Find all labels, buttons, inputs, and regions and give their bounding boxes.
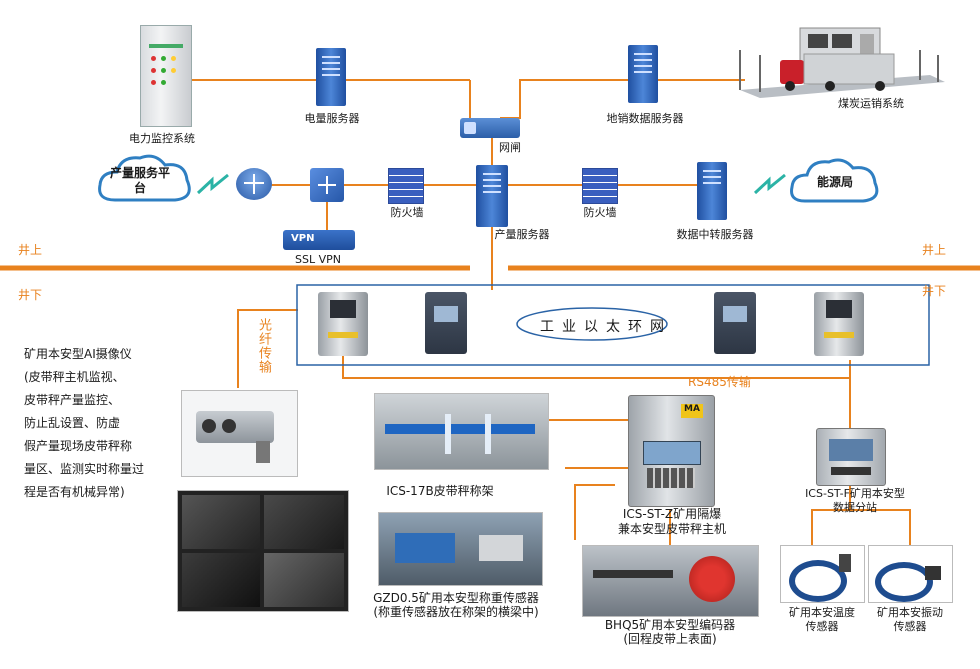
ics17b-label: ICS-17B皮带秤称架 [386,484,494,498]
vpn-device-icon: VPN [283,230,355,250]
production-server-icon [476,165,508,227]
temp-sensor-label-line1: 矿用本安温度 [789,606,855,619]
router-icon [236,168,272,200]
ma-badge: MA [684,404,700,414]
camera-desc-line: 矿用本安型AI摄像仪 [24,347,132,361]
camera-desc-line: (皮带秤主机监视、 [24,370,125,384]
temperature-sensor-photo [780,545,865,603]
rs485-label: RS485传输 [688,375,751,389]
cloud-icon [98,154,191,202]
ssl-vpn-label: SSL VPN [295,253,341,266]
camera-desc-line: 防止乱设置、防虚 [24,416,121,430]
ethernet-ring-label: 工业以太环网 [540,319,672,335]
monitoring-screens-photo [177,490,349,612]
temp-sensor-label-line2: 传感器 [805,620,839,633]
power-monitor-label: 电力监控系统 [129,132,195,145]
ring-switch-left-inner [425,292,467,354]
scale-frame-photo [374,393,549,470]
host-label-line2: 兼本安型皮带秤主机 [617,522,727,536]
below-left-label: 井下 [18,288,43,302]
gateway-label: 网闸 [499,141,521,154]
above-right-label: 井上 [922,243,947,257]
coal-transport-label: 煤炭运销系统 [838,97,904,110]
fiber-transmission-label: 光纤传输 [256,318,271,374]
ring-switch-right-outer [814,292,864,356]
camera-description: 矿用本安型AI摄像仪 (皮带秤主机监视、 皮带秤产量监控、 防止乱设置、防虚 假… [24,343,144,504]
data-relay-server-icon [697,162,727,220]
gateway-icon [460,118,520,138]
vpn-badge-text: VPN [291,233,315,244]
host-label-line1: ICS-ST-Z矿用隔爆 [622,507,722,521]
camera-desc-line: 假产量现场皮带秤称 [24,439,133,453]
energy-bureau-label: 能源局 [816,175,853,189]
power-cabinet [140,25,192,127]
belt-scale-host: MA [628,395,715,507]
sales-server-label: 地销数据服务器 [606,112,684,125]
load-cell-label-line2: (称重传感器放在称架的横梁中) [373,605,539,619]
data-relay-server-label: 数据中转服务器 [676,228,754,241]
camera-desc-line: 皮带秤产量监控、 [24,393,121,407]
ring-switch-left-outer [318,292,368,356]
production-platform-text: 产量服务平台 [110,166,171,195]
firewall-left-icon [388,168,424,204]
production-server-label: 产量服务器 [494,228,550,241]
firewall-right-icon [582,168,618,204]
energy-cloud-icon [790,158,879,203]
camera-desc-line: 量区、监测实时称量过 [24,462,145,476]
substation-label-line1: ICS-ST-F矿用本安型 [805,487,905,500]
firewall-left-label: 防火墙 [390,206,424,219]
encoder-photo [582,545,759,617]
production-platform-label: 产量服务平台 [110,166,170,196]
above-left-label: 井上 [18,243,43,257]
data-substation [816,428,886,486]
ring-switch-right-inner [714,292,756,354]
firewall-right-label: 防火墙 [583,206,617,219]
encoder-label-line1: BHQ5矿用本安型编码器 [604,618,736,632]
ai-camera-photo [181,390,298,477]
vibration-sensor-photo [868,545,953,603]
power-server-icon [316,48,346,106]
below-right-label: 井下 [922,284,947,298]
power-server-label: 电量服务器 [304,112,360,125]
load-cell-photo [378,512,543,586]
vib-sensor-label-line2: 传感器 [893,620,927,633]
load-cell-label-line1: GZD0.5矿用本安型称重传感器 [373,591,539,605]
sales-server-icon [628,45,658,103]
encoder-label-line2: (回程皮带上表面) [623,632,717,646]
substation-label-line2: 数据分站 [833,501,877,514]
vib-sensor-label-line1: 矿用本安振动 [877,606,943,619]
switch-icon [310,168,344,202]
coal-transport-scene [739,27,945,98]
camera-desc-line: 程是否有机械异常) [24,485,125,499]
